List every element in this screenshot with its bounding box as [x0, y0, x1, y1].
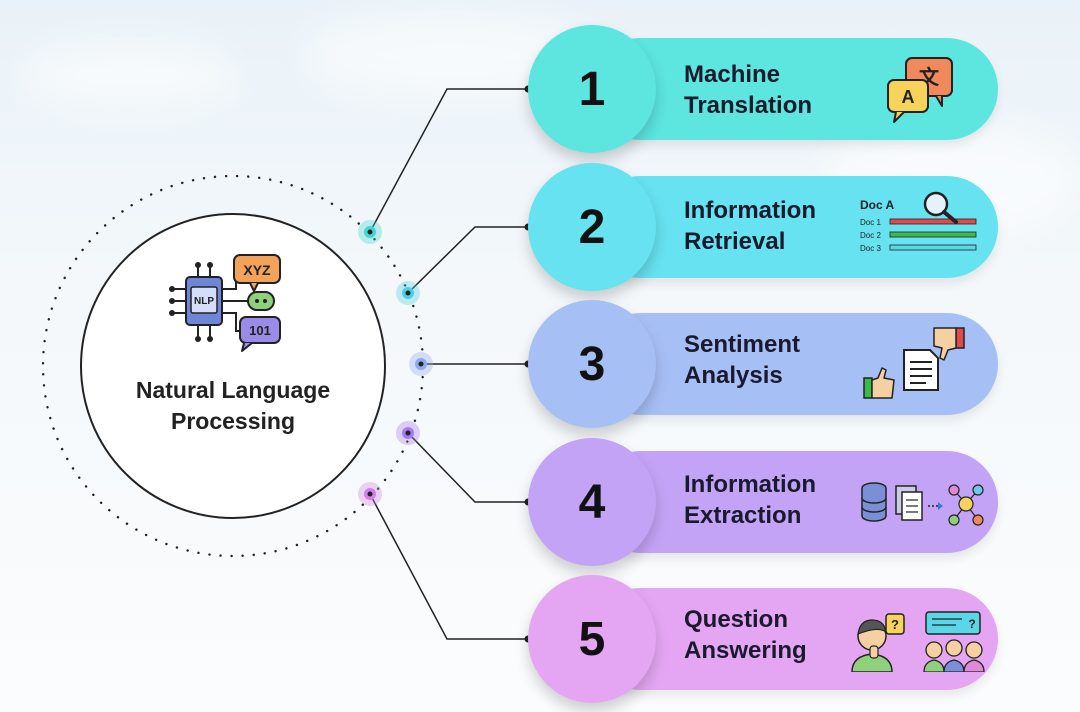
orbit-dot-4 [396, 421, 420, 445]
label-3-line-1: Sentiment [684, 331, 801, 358]
number-3: 3 [578, 337, 606, 391]
connector-line-5 [369, 493, 532, 643]
svg-text:A: A [902, 87, 915, 107]
pill-question-answering [590, 588, 998, 690]
data-network-icon [861, 482, 984, 526]
group-people-icon [923, 639, 985, 672]
number-badge-1: 1 [528, 25, 656, 153]
pill-information-retrieval [590, 176, 998, 278]
svg-text:Doc 1: Doc 1 [860, 218, 881, 227]
connector-line-4 [407, 432, 532, 506]
number-badge-5: 5 [528, 575, 656, 703]
label-question-answering: Question Answering [684, 604, 807, 666]
chat-bubbles-icon: ? [925, 611, 981, 635]
label-machine-translation: Machine Translation [684, 59, 812, 121]
orbit-dot-3 [409, 352, 433, 376]
number-2: 2 [578, 200, 606, 254]
svg-text:Doc 3: Doc 3 [860, 244, 881, 253]
orbit-dot-1 [358, 220, 382, 244]
label-1-line-1: Machine [684, 61, 781, 88]
svg-text:101: 101 [249, 323, 271, 338]
network-icon [948, 484, 984, 526]
svg-text:?: ? [891, 617, 899, 632]
label-1-line-2: Translation [684, 92, 813, 119]
label-information-retrieval: Information Retrieval [684, 195, 816, 257]
thumbs-down-icon [933, 327, 965, 361]
label-3-line-2: Analysis [684, 362, 783, 389]
label-4-line-2: Extraction [684, 502, 802, 529]
files-icon [895, 485, 923, 521]
database-icon [861, 482, 887, 522]
orbit-dot-2 [396, 281, 420, 305]
connector-line-3 [421, 360, 532, 368]
label-5-line-1: Question [684, 606, 789, 633]
number-badge-4: 4 [528, 438, 656, 566]
label-information-extraction: Information Extraction [684, 469, 816, 531]
label-4-line-1: Information [684, 471, 816, 498]
label-5-line-2: Answering [684, 637, 807, 664]
center-title: Natural Language Processing [82, 375, 384, 437]
svg-text:?: ? [968, 617, 975, 631]
number-badge-3: 3 [528, 300, 656, 428]
number-4: 4 [578, 475, 606, 529]
number-badge-2: 2 [528, 163, 656, 291]
question-people-icon: ? ? [851, 611, 985, 672]
document-search-icon: Doc A Doc 1 Doc 2 Doc 3 [860, 191, 977, 253]
connector-line-2 [407, 223, 532, 294]
nlp-chip-icon: NLP XYZ 101 [169, 254, 281, 352]
thumbs-up-icon [863, 367, 895, 399]
svg-text:Doc 2: Doc 2 [860, 231, 881, 240]
number-5: 5 [578, 612, 606, 666]
label-2-line-2: Retrieval [684, 228, 786, 255]
label-2-line-1: Information [684, 197, 816, 224]
thumbs-document-icon [863, 327, 965, 399]
pill-information-extraction [590, 451, 998, 553]
svg-text:NLP: NLP [194, 296, 214, 307]
number-1: 1 [578, 62, 606, 116]
translate-icon: 文 A [887, 57, 953, 123]
svg-text:XYZ: XYZ [243, 262, 271, 278]
label-sentiment-analysis: Sentiment Analysis [684, 329, 800, 391]
svg-text:Doc A: Doc A [860, 198, 895, 212]
orbit-dot-5 [358, 482, 382, 506]
center-title-line-1: Natural Language Processing [135, 377, 331, 434]
connector-line-1 [369, 85, 532, 233]
document-icon [903, 349, 939, 391]
center-circle: NLP XYZ 101 Natural Language Processing [80, 213, 386, 519]
thinking-person-icon [851, 619, 893, 672]
